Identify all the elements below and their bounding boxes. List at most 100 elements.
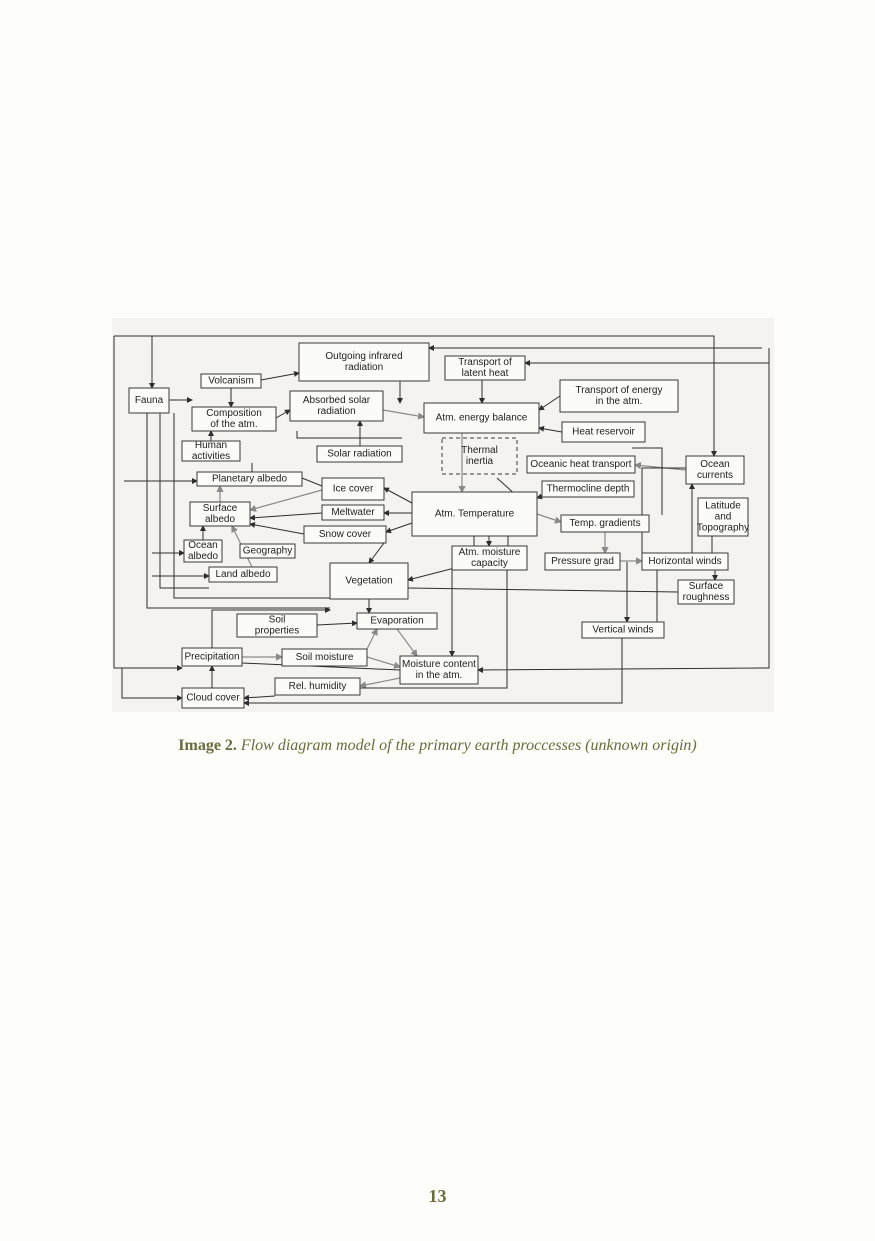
connector-volcanism-ir	[260, 370, 300, 381]
node-label: Volcanism	[208, 376, 254, 387]
node-volcanism: Volcanism	[200, 373, 262, 389]
node-box	[181, 687, 245, 709]
connector-rel-cloud	[243, 694, 276, 701]
node-atm-energy-balance: Atm. energy balance	[423, 402, 540, 434]
node-label: Snow cover	[319, 529, 372, 540]
node-label: and	[715, 512, 732, 523]
connector-rough-veg	[407, 587, 679, 593]
node-label: activities	[192, 451, 230, 462]
page-number: 13	[428, 1186, 447, 1206]
node-box	[641, 552, 729, 571]
node-vegetation: Vegetation	[329, 562, 409, 600]
node-thermocline-depth: Thermocline depth	[541, 480, 635, 498]
node-label: Atm. moisture	[459, 547, 521, 558]
connector-cloud-loop	[121, 668, 183, 701]
node-label: radiation	[317, 406, 355, 417]
node-label: Vegetation	[345, 576, 392, 587]
node-temp-gradients: Temp. gradients	[560, 514, 650, 533]
connector-vertical-cloud	[243, 638, 623, 706]
node-geography: Geography	[239, 543, 296, 559]
connector-moisture-rel	[358, 677, 401, 689]
node-box	[208, 566, 278, 583]
connector-precip-veg	[211, 607, 331, 648]
node-box	[181, 647, 243, 667]
node-precipitation: Precipitation	[181, 647, 243, 667]
node-box	[356, 612, 438, 630]
connector-evap-moisture	[396, 628, 418, 657]
node-label: Absorbed solar	[303, 395, 371, 406]
node-box	[541, 480, 635, 498]
node-label: roughness	[683, 592, 730, 603]
node-box	[399, 655, 479, 685]
node-box	[451, 545, 528, 571]
connector-fauna-land	[159, 413, 209, 589]
connector-snow-veg	[368, 542, 385, 564]
node-label: Transport of	[458, 357, 512, 368]
node-box	[281, 648, 368, 667]
node-solar-radiation: Solar radiation	[316, 445, 403, 463]
node-label: Human	[195, 440, 227, 451]
node-box	[191, 406, 277, 432]
node-label: in the atm.	[596, 396, 643, 407]
node-snow-cover: Snow cover	[303, 525, 387, 544]
connector-planetary-ice	[301, 477, 323, 487]
node-box	[411, 491, 538, 537]
node-label: Surface	[689, 581, 724, 592]
node-atm-temperature: Atm. Temperature	[411, 491, 538, 537]
node-label: Oceanic heat transport	[530, 459, 631, 470]
node-label: Transport of energy	[576, 385, 663, 396]
node-box	[441, 437, 518, 475]
connector-right-loop	[477, 348, 770, 673]
node-rel-humidity: Rel. humidity	[274, 677, 361, 696]
node-label: Land albedo	[215, 569, 270, 580]
node-land-albedo: Land albedo	[208, 566, 278, 583]
node-label: Thermal	[461, 445, 498, 456]
node-box	[559, 379, 679, 413]
node-label: albedo	[205, 514, 235, 525]
node-box	[581, 621, 665, 639]
node-box	[183, 539, 223, 563]
node-label: inertia	[466, 456, 494, 467]
node-label: Cloud cover	[186, 693, 240, 704]
node-label: Atm. Temperature	[435, 509, 515, 520]
node-label: Planetary albedo	[212, 474, 287, 485]
node-label: latent heat	[462, 368, 509, 379]
node-fauna: Fauna	[128, 387, 170, 414]
node-box	[561, 421, 646, 443]
node-label: Geography	[243, 546, 292, 557]
node-label: Rel. humidity	[289, 681, 347, 692]
node-box	[189, 501, 251, 527]
node-label: Outgoing infrared	[325, 351, 402, 362]
connector-heat-balance	[538, 425, 563, 433]
node-label: Evaporation	[370, 616, 423, 627]
node-box	[560, 514, 650, 533]
connector-transport-balance	[538, 395, 561, 411]
node-label: Latitude	[705, 501, 741, 512]
node-pressure-grad: Pressure grad	[544, 552, 621, 571]
node-soil-moisture: Soil moisture	[281, 648, 368, 667]
node-box	[444, 355, 526, 381]
node-label: Ice cover	[333, 484, 374, 495]
connector-left-loop	[113, 336, 183, 671]
node-label: Precipitation	[184, 652, 239, 663]
connector-lines	[113, 335, 770, 706]
node-label: Topography	[697, 523, 749, 534]
node-evaporation: Evaporation	[356, 612, 438, 630]
caption-text: Flow diagram model of the primary earth …	[240, 737, 697, 754]
node-label: Composition	[206, 408, 262, 419]
node-label: Moisture content	[402, 659, 476, 670]
node-label: Surface	[203, 503, 238, 514]
node-box	[685, 455, 745, 485]
node-label: Soil	[269, 615, 286, 626]
node-planetary-albedo: Planetary albedo	[196, 471, 303, 487]
node-box	[544, 552, 621, 571]
